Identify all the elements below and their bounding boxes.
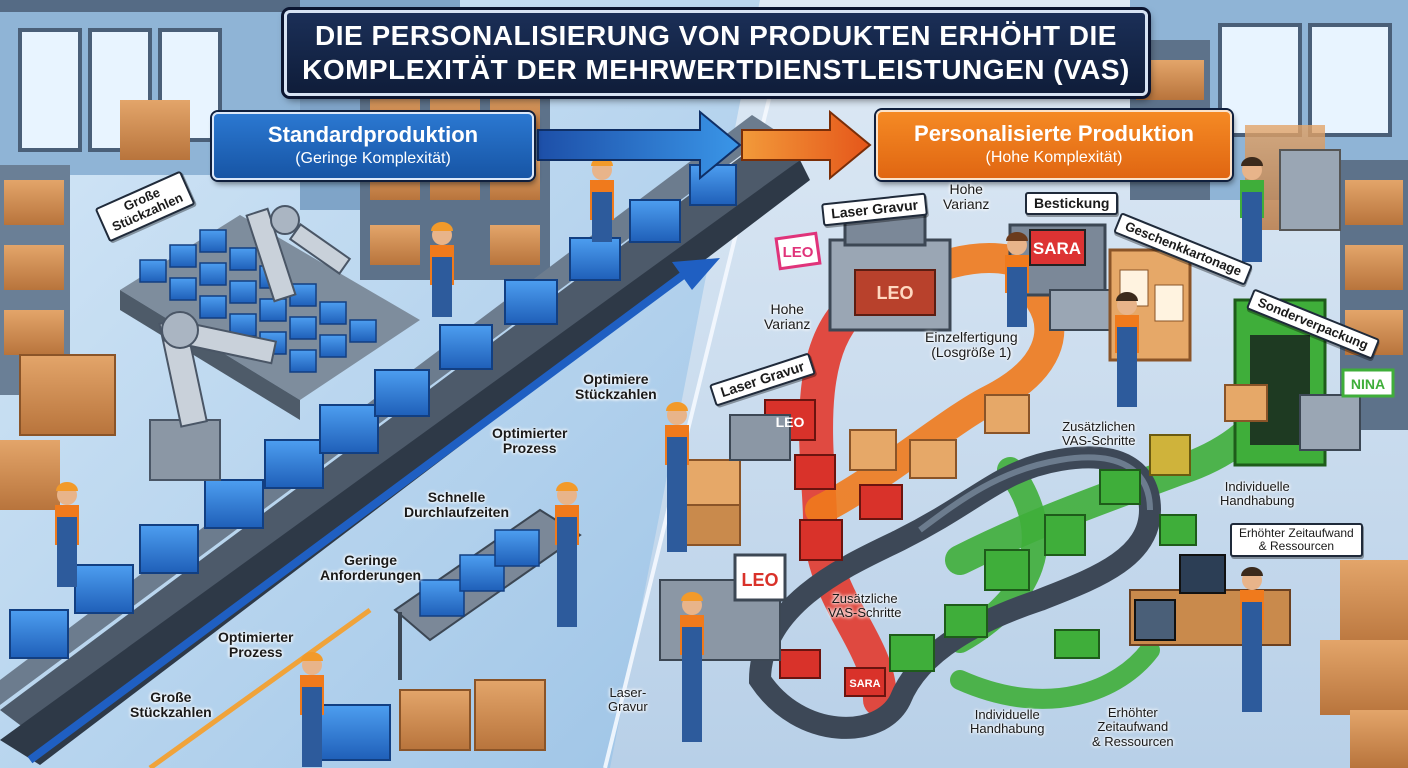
orange-transition-arrow — [741, 109, 872, 181]
label-optimiere-stueckzahlen: Optimiere Stückzahlen — [575, 371, 657, 403]
label-geringe-anforderungen: Geringe Anforderungen — [320, 552, 422, 584]
label-optimierter-prozess-b: Optimierter Prozess — [218, 629, 294, 661]
personalized-production-panel: Personalisierte Produktion (Hohe Komplex… — [876, 110, 1232, 180]
standard-subheading: (Geringe Komplexität) — [295, 150, 451, 167]
name-tags: LEO LEO SARA LEO NINA LEO SARA — [741, 231, 1395, 690]
label-schnelle-durchlaufzeiten: Schnelle Durchlaufzeiten — [404, 489, 510, 521]
sara-box-text: SARA — [849, 678, 880, 690]
label-laser-gravur-bottom: Laser- Gravur — [608, 685, 648, 715]
personal-subheading: (Hohe Komplexität) — [985, 149, 1123, 166]
workers-standard — [55, 157, 614, 767]
title-line-2: KOMPLEXITÄT DER MEHRWERTDIENSTLEISTUNGEN… — [302, 54, 1130, 85]
personal-boxes — [679, 384, 1268, 697]
label-individuelle-handhabung-b: Individuelle Handhabung — [970, 707, 1045, 737]
title-banner: DIE PERSONALISIERUNG VON PRODUKTEN ERHÖH… — [284, 10, 1148, 96]
label-hohe-varianz-top: Hohe Varianz — [943, 181, 990, 213]
label-hohe-varianz-left: Hohe Varianz — [764, 301, 811, 333]
label-zusaetzlichen-vas-schritte: Zusätzlichen VAS-Schritte — [1062, 419, 1136, 449]
standard-flow-arrow — [27, 266, 693, 764]
leo-box-text: LEO — [776, 414, 805, 430]
title-line-1: DIE PERSONALISIERUNG VON PRODUKTEN ERHÖH… — [315, 20, 1117, 51]
label-grosse-stueckzahlen-bottom: Große Stückzahlen — [130, 689, 212, 721]
bottom-left-cartons — [319, 679, 546, 761]
personal-heading: Personalisierte Produktion — [914, 121, 1194, 146]
robot-arms — [149, 205, 352, 481]
standard-blue-boxes — [9, 164, 737, 659]
standard-flow-arrowhead — [672, 258, 720, 290]
label-bestickung: Bestickung — [1025, 192, 1119, 216]
standard-production-panel: Standardproduktion (Geringe Komplexität) — [212, 112, 534, 180]
leo-laser-text: LEO — [876, 283, 913, 303]
workers-personal — [665, 157, 1264, 742]
sara-screen-text: SARA — [1033, 239, 1081, 258]
leo-monitor-text: LEO — [741, 570, 778, 590]
standard-orange-line — [148, 607, 372, 768]
label-einzelfertigung: Einzelfertigung (Losgröße 1) — [925, 329, 1018, 361]
label-zusaetzliche-vas-schritte: Zusätzliche VAS-Schritte — [828, 591, 902, 621]
leo-tag: LEO — [783, 244, 814, 261]
standard-heading: Standardproduktion — [267, 122, 479, 147]
label-individuelle-handhabung-a: Individuelle Handhabung — [1220, 479, 1295, 509]
special-packaging-tunnel — [1233, 298, 1361, 467]
blue-transition-arrow — [537, 109, 742, 181]
label-erhoehter-zeitaufwand-b: Erhöhter Zeitaufwand & Ressourcen — [1092, 705, 1174, 749]
nina-tag: NINA — [1351, 376, 1385, 392]
label-erhoehter-zeitaufwand-a: Erhöhter Zeitaufwand & Ressourcen — [1230, 523, 1363, 558]
label-optimierter-prozess-a: Optimierter Prozess — [492, 425, 568, 457]
